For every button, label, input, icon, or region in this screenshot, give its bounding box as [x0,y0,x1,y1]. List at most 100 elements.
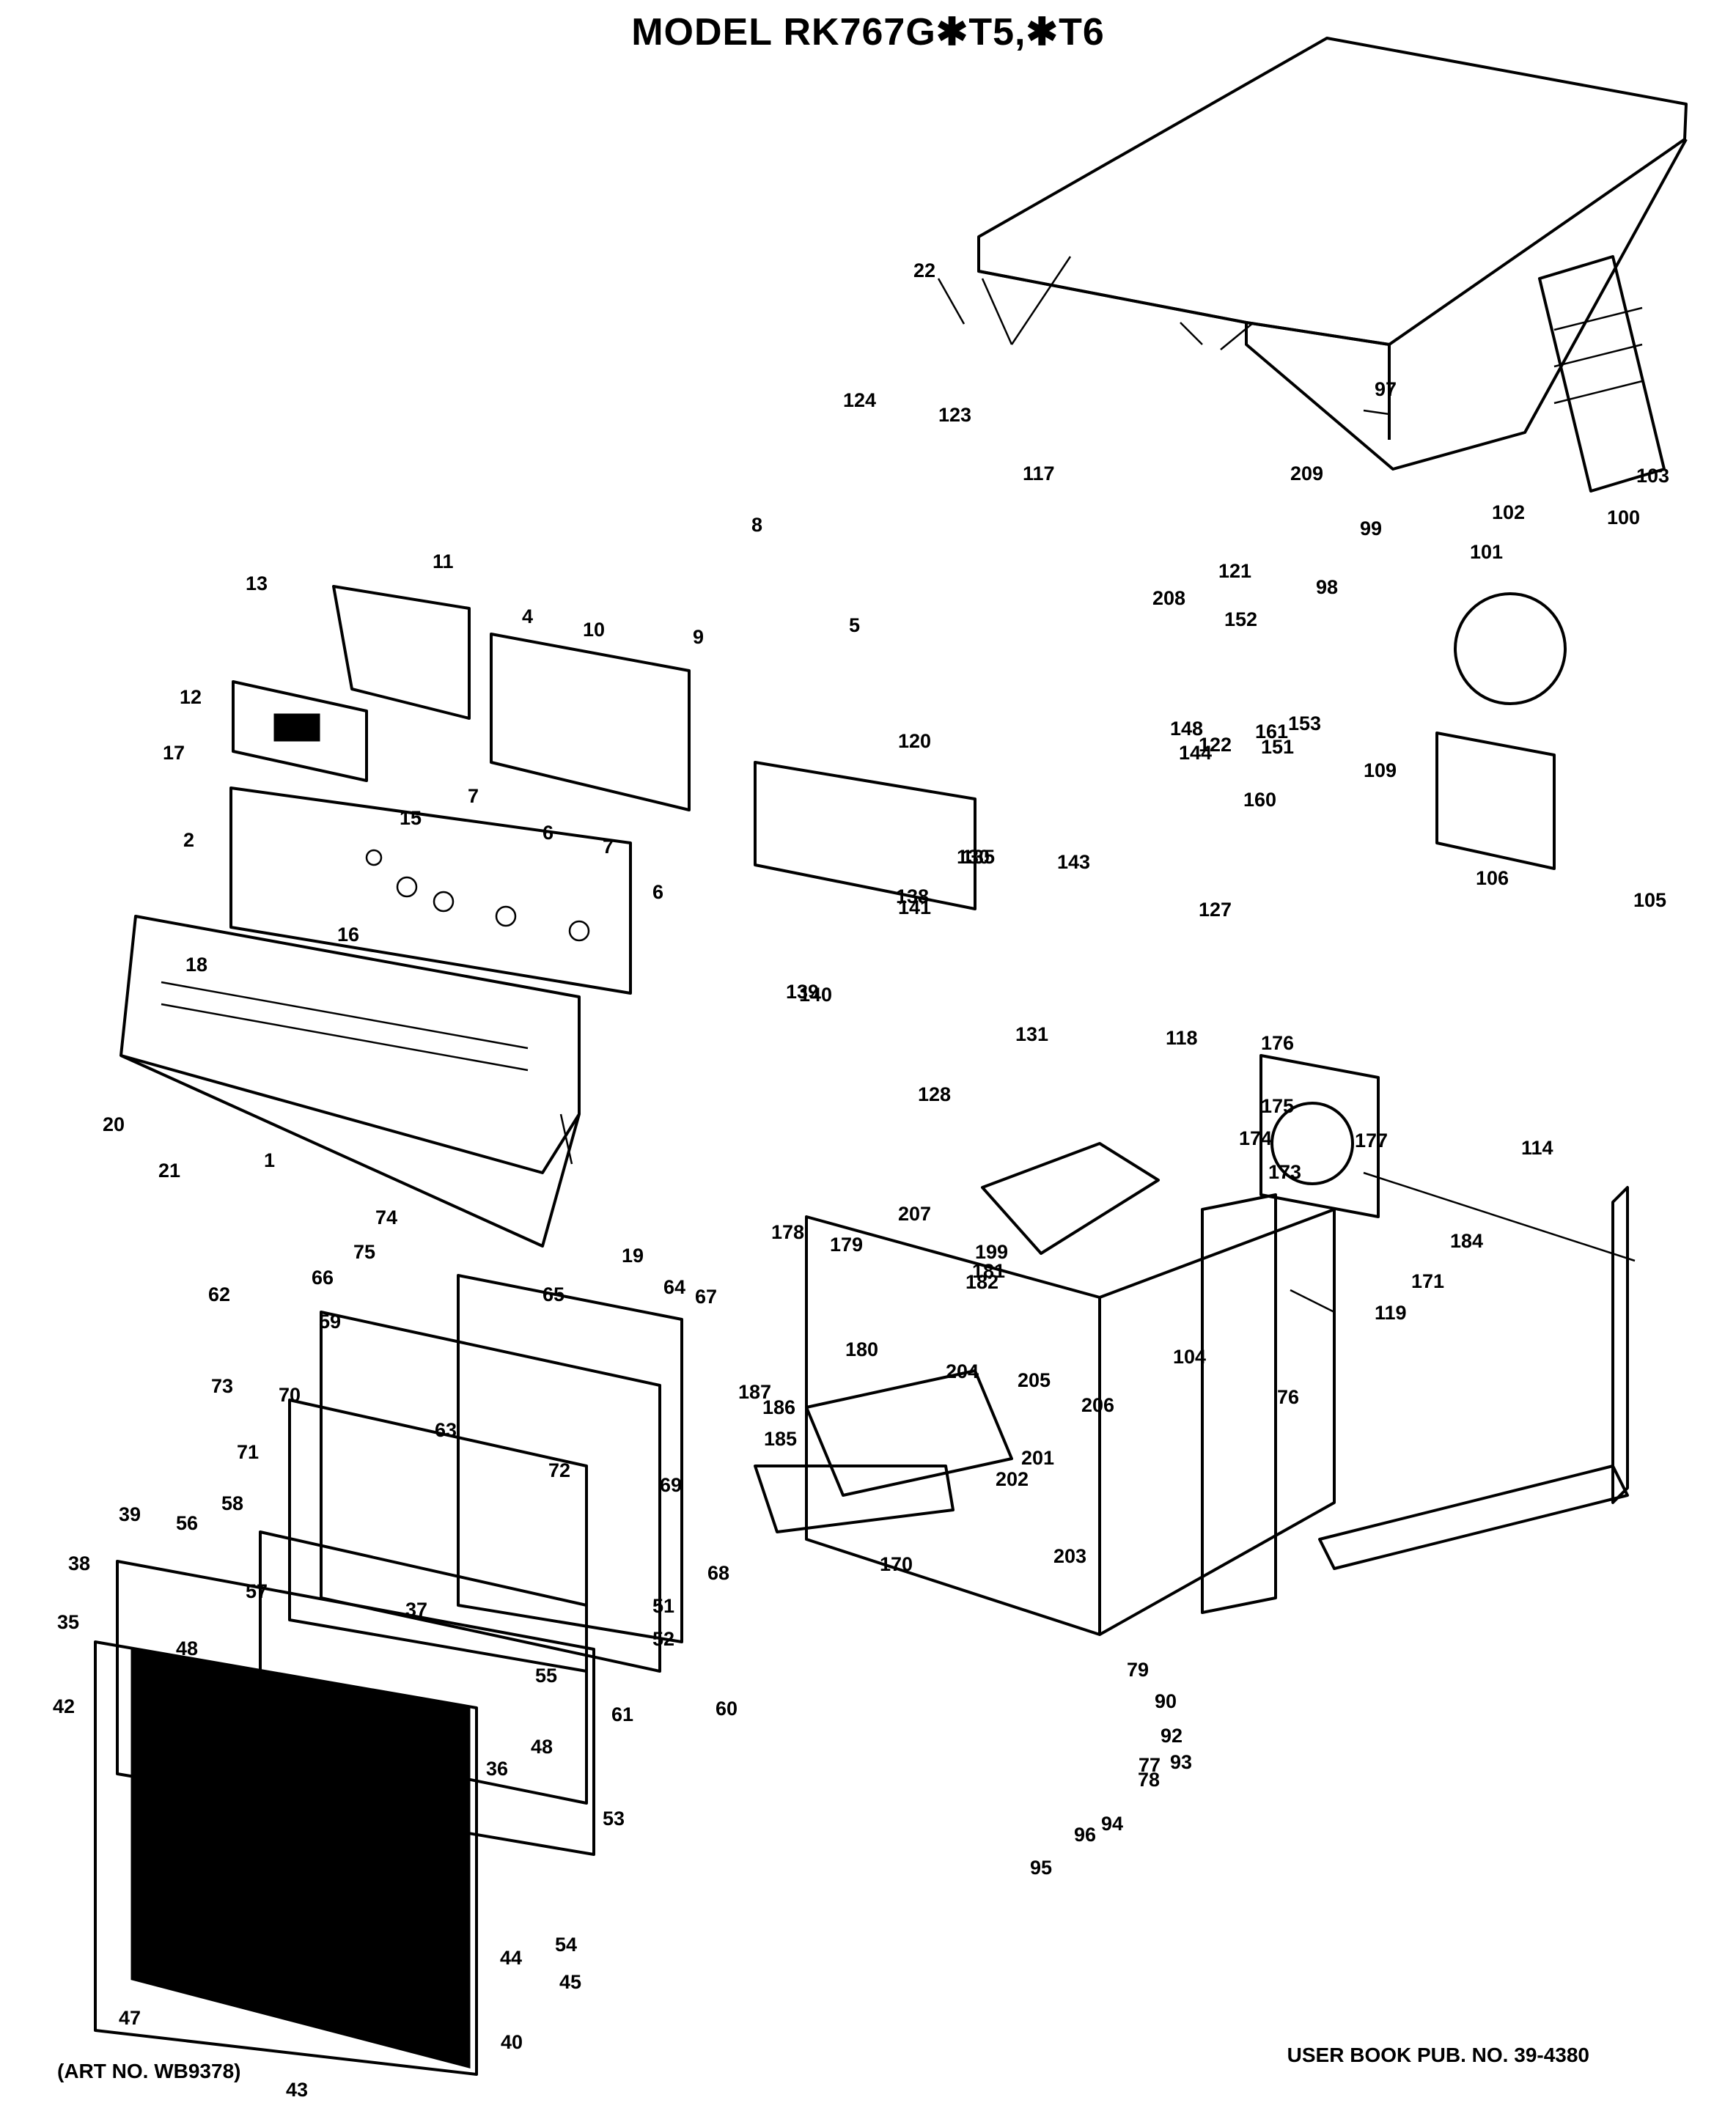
part-label: 123 [938,404,971,426]
part-label: 59 [319,1311,341,1333]
part-label: 127 [1199,899,1232,921]
part-label: 79 [1127,1659,1149,1681]
part-label: 65 [542,1283,564,1305]
part-label: 143 [1057,851,1090,873]
part-label: 176 [1261,1032,1294,1054]
part-label: 141 [898,896,931,918]
part-label: 11 [433,550,454,572]
control-panel-assembly [229,585,691,995]
part-label: 105 [1633,889,1666,911]
part-label: 178 [771,1221,804,1243]
oven-door-assembly [94,1274,683,2076]
part-label: 15 [400,807,422,829]
part-label: 7 [603,836,614,858]
part-label: 36 [486,1758,508,1780]
part-label: 92 [1161,1725,1183,1747]
part-label: 177 [1355,1130,1388,1152]
part-label: 186 [762,1396,795,1418]
part-label: 62 [208,1283,230,1305]
part-label: 35 [57,1611,79,1633]
part-label: 153 [1288,712,1321,734]
part-label: 52 [652,1628,674,1650]
part-label: 71 [237,1441,259,1463]
part-label: 51 [652,1595,674,1617]
part-label: 205 [1018,1369,1051,1391]
part-label: 13 [246,572,268,594]
part-label: 37 [405,1599,427,1621]
part-label: 130 [957,846,990,868]
part-label: 102 [1492,501,1525,523]
part-label: 173 [1268,1161,1301,1183]
part-label: 97 [1375,378,1397,400]
part-label: 22 [913,259,935,281]
part-label: 53 [603,1808,625,1830]
part-label: 45 [559,1971,581,1993]
part-label: 94 [1101,1813,1123,1835]
part-label: 46 [383,1998,405,2020]
part-label: 209 [1290,463,1323,485]
part-label: 170 [880,1553,913,1575]
part-labels: 1 2 4 5 6 6 7 7 8 9 10 11 12 13 15 16 17… [53,259,1669,2101]
part-label: 40 [501,2031,523,2053]
part-label: 4 [522,605,533,627]
part-label: 148 [1170,718,1203,740]
part-label: 203 [1053,1545,1086,1567]
part-label: 101 [1470,541,1503,563]
part-label: 64 [663,1276,685,1298]
part-label: 135 [962,846,995,868]
part-label: 6 [542,822,553,844]
cabinet-top-shell [977,37,1688,493]
part-label: 47 [119,2007,141,2029]
part-label: 184 [1450,1230,1483,1252]
part-label: 58 [221,1492,243,1514]
part-label: 98 [1316,576,1338,598]
part-label: 8 [751,514,762,536]
part-label: 207 [898,1203,931,1225]
part-label: 78 [1138,1769,1160,1791]
part-label: 95 [1030,1857,1052,1879]
part-label: 171 [1411,1270,1444,1292]
part-label: 17 [163,742,185,764]
part-label: 175 [1261,1095,1294,1117]
part-label: 128 [918,1083,951,1105]
part-label: 21 [158,1160,180,1182]
part-label: 199 [975,1241,1008,1263]
part-label: 202 [996,1468,1029,1490]
part-label: 185 [764,1428,797,1450]
part-label: 61 [611,1703,633,1725]
part-label: 96 [1074,1824,1096,1846]
part-label: 139 [786,981,819,1003]
part-label: 12 [180,686,202,708]
part-label: 73 [211,1375,233,1397]
part-label: 60 [716,1698,738,1720]
part-label: 208 [1152,587,1185,609]
diagram-title: MODEL RK767G✱T5,✱T6 [631,11,1105,54]
part-label: 16 [337,924,359,946]
part-label: 43 [286,2079,308,2101]
part-label: 187 [738,1381,771,1403]
part-label: 72 [548,1459,570,1481]
part-label: 54 [555,1934,577,1956]
bottom-frame [1318,1171,1636,1570]
part-label: 103 [1636,465,1669,487]
part-label: 75 [353,1241,375,1263]
oven-liner [754,592,1567,1636]
user-book-pub-number: USER BOOK PUB. NO. 39-4380 [1287,2044,1589,2066]
part-label: 114 [1521,1137,1553,1159]
part-label: 57 [246,1580,268,1602]
part-label: 182 [966,1271,998,1293]
part-label: 117 [1023,463,1055,485]
part-label: 42 [53,1695,75,1717]
part-label: 206 [1081,1394,1114,1416]
part-label: 68 [707,1562,729,1584]
part-label: 174 [1239,1127,1272,1149]
part-label: 44 [500,1947,522,1969]
part-label: 104 [1173,1346,1206,1368]
part-label: 121 [1218,560,1251,582]
part-label: 2 [183,829,194,851]
part-label: 63 [435,1419,457,1441]
part-label: 10 [583,619,605,641]
part-label: 160 [1243,789,1276,811]
part-label: 41 [361,1901,383,1923]
